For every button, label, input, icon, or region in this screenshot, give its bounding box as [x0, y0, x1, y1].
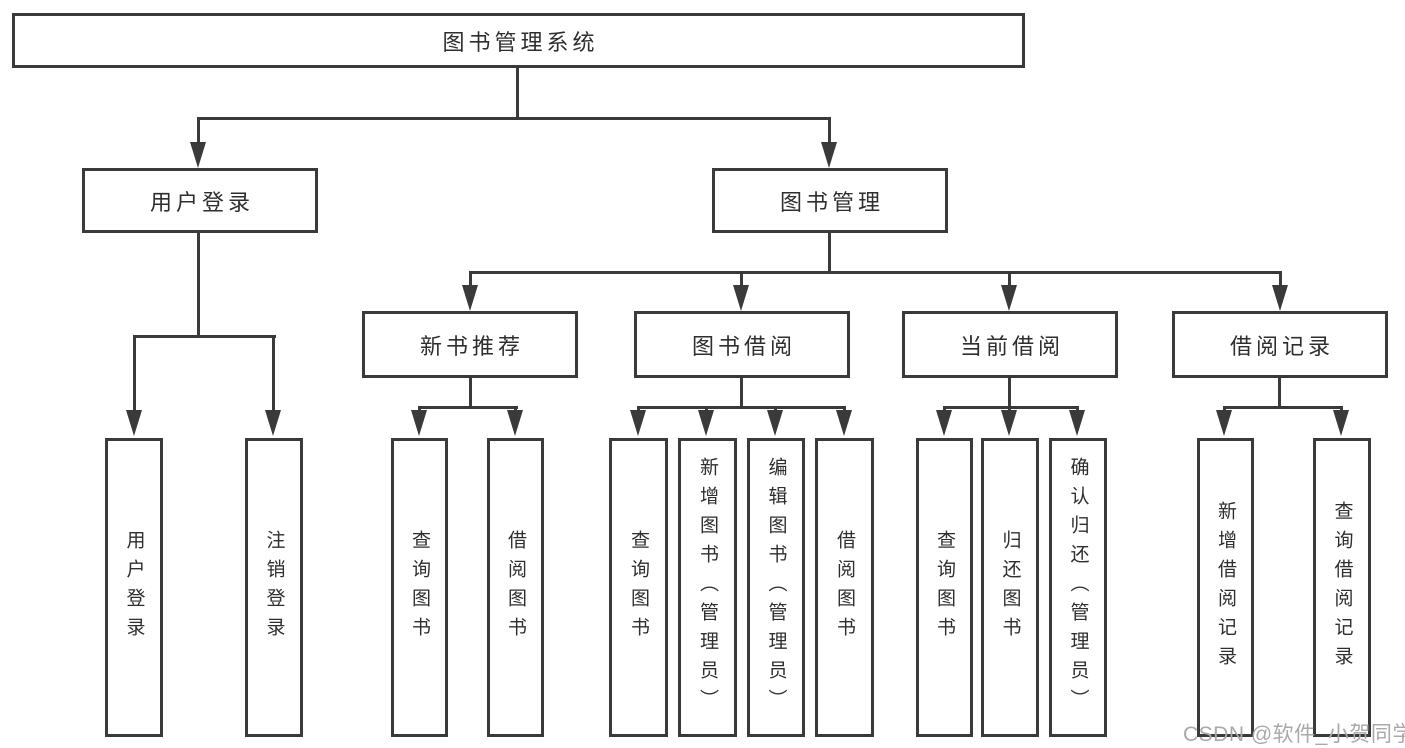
node-leaf-query-books-borrow: 查询图书 — [609, 438, 668, 737]
arrowhead-to-borrow-books — [836, 410, 852, 436]
edge-user-login-drop-1 — [133, 335, 136, 412]
arrowhead-to-add-book-admin — [698, 410, 714, 436]
edge-root-drop-left — [197, 117, 200, 145]
node-leaf-user-login: 用户登录 — [105, 438, 163, 737]
edge-book-mgmt-drop-2 — [740, 271, 743, 287]
arrowhead-to-user-login — [190, 142, 206, 168]
edge-book-mgmt-horizontal — [469, 271, 1282, 274]
node-leaf-query-books-current: 查询图书 — [916, 438, 973, 737]
arrowhead-to-book-borrow — [733, 285, 749, 311]
edge-book-borrow-horizontal — [637, 406, 846, 409]
node-leaf-borrow-books-rec: 借阅图书 — [487, 438, 544, 737]
edge-borrow-records-stem — [1278, 378, 1281, 408]
edge-user-login-stem — [197, 233, 200, 337]
edge-root-drop-right — [828, 117, 831, 145]
node-borrowing-records: 借阅记录 — [1172, 311, 1388, 378]
node-leaf-borrow-books: 借阅图书 — [815, 438, 874, 737]
arrowhead-to-confirm-return — [1069, 410, 1085, 436]
arrowhead-to-new-book-rec — [462, 285, 478, 311]
arrowhead-to-borrow-books-rec — [507, 410, 523, 436]
node-user-login: 用户登录 — [82, 168, 318, 233]
arrowhead-to-query-borrow-record — [1333, 410, 1349, 436]
edge-book-mgmt-drop-1 — [469, 271, 472, 287]
edge-book-mgmt-drop-3 — [1008, 271, 1011, 287]
arrowhead-to-query-books-current — [936, 410, 952, 436]
node-book-borrowing: 图书借阅 — [634, 311, 850, 378]
edge-root-stem — [516, 67, 519, 119]
node-leaf-query-books-rec: 查询图书 — [391, 438, 448, 737]
arrowhead-to-edit-book-admin — [767, 410, 783, 436]
edge-book-mgmt-drop-4 — [1279, 271, 1282, 287]
node-leaf-add-book-admin: 新增图书（管理员） — [678, 438, 737, 737]
edge-new-book-rec-stem — [469, 378, 472, 408]
arrowhead-to-return-books — [1001, 410, 1017, 436]
arrowhead-to-query-books-rec — [411, 410, 427, 436]
arrowhead-to-book-management — [821, 142, 837, 168]
arrowhead-to-leaf-user-login — [126, 410, 142, 436]
node-new-book-recommendation: 新书推荐 — [362, 311, 578, 378]
edge-current-borrow-horizontal — [943, 406, 1079, 409]
edge-new-book-rec-horizontal — [418, 406, 518, 409]
edge-current-borrow-stem — [1008, 378, 1011, 408]
node-book-management: 图书管理 — [712, 168, 948, 233]
arrowhead-to-query-books-borrow — [630, 410, 646, 436]
node-leaf-query-borrow-record: 查询借阅记录 — [1313, 438, 1371, 737]
edge-root-horizontal — [197, 117, 831, 120]
edge-borrow-records-horizontal — [1223, 406, 1343, 409]
arrowhead-to-leaf-logout — [265, 410, 281, 436]
node-leaf-edit-book-admin: 编辑图书（管理员） — [747, 438, 805, 737]
arrowhead-to-current-borrow — [1001, 285, 1017, 311]
node-library-management-system: 图书管理系统 — [12, 13, 1025, 68]
node-leaf-return-books: 归还图书 — [981, 438, 1039, 737]
node-leaf-logout: 注销登录 — [245, 438, 303, 737]
arrowhead-to-borrow-records — [1272, 285, 1288, 311]
edge-book-mgmt-stem — [828, 233, 831, 273]
edge-user-login-drop-2 — [272, 335, 275, 412]
arrowhead-to-add-borrow-record — [1216, 410, 1232, 436]
node-current-borrowing: 当前借阅 — [902, 311, 1118, 378]
csdn-watermark: CSDN @软件_小贺同学 — [1183, 723, 1405, 746]
edge-book-borrow-stem — [740, 378, 743, 408]
edge-user-login-horizontal — [133, 335, 276, 338]
node-leaf-confirm-return-admin: 确认归还（管理员） — [1049, 438, 1107, 737]
node-leaf-add-borrow-record: 新增借阅记录 — [1197, 438, 1254, 737]
